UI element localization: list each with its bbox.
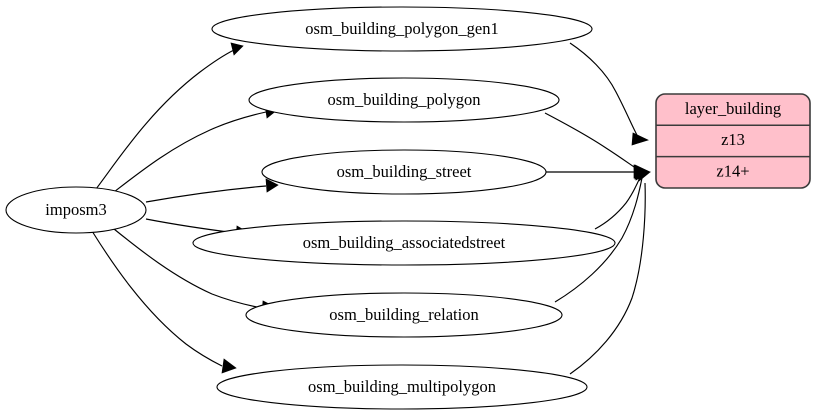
edge-group-layer-outputs [544,42,651,375]
layer-building-row-title: layer_building [685,99,781,118]
node-osm-building-multipolygon-label: osm_building_multipolygon [308,377,496,396]
node-imposm3[interactable]: imposm3 [5,186,147,234]
edge-imposm3-to-osm-building-polygon [113,104,278,193]
node-osm-building-polygon[interactable]: osm_building_polygon [248,77,560,123]
node-osm-building-multipolygon[interactable]: osm_building_multipolygon [216,364,588,410]
node-osm-building-street-label: osm_building_street [337,162,472,181]
node-osm-building-associatedstreet-label: osm_building_associatedstreet [303,233,506,252]
node-imposm3-label: imposm3 [45,200,106,219]
edge-imposm3-to-osm-building-street [145,178,279,203]
layer-building-row-z13: z13 [721,130,745,149]
node-osm-building-associatedstreet-shape [192,220,616,266]
node-osm-building-polygon-gen1-label: osm_building_polygon_gen1 [305,19,498,38]
node-osm-building-relation-label: osm_building_relation [329,305,478,324]
node-imposm3-shape [5,186,147,234]
node-osm-building-polygon-gen1-shape [211,6,593,52]
edge-imposm3-to-osm-building-multipolygon [91,230,237,374]
edge-imposm3-to-osm-building-polygon-gen1 [95,42,244,190]
node-osm-building-polygon-label: osm_building_polygon [327,90,480,109]
node-osm-building-multipolygon-shape [216,364,588,410]
edge-osm-building-polygon-gen1-to-layer-z13 [569,42,649,146]
node-layer-building[interactable]: layer_building z13 z14+ [655,93,811,189]
node-osm-building-relation[interactable]: osm_building_relation [245,292,563,338]
node-osm-building-relation-shape [245,292,563,338]
node-osm-building-polygon-gen1[interactable]: osm_building_polygon_gen1 [211,6,593,52]
node-osm-building-associatedstreet[interactable]: osm_building_associatedstreet [192,220,616,266]
node-osm-building-polygon-shape [248,77,560,123]
layer-building-row-z14plus: z14+ [716,161,749,180]
node-osm-building-street-shape [261,149,547,195]
edge-osm-building-multipolygon-to-layer-z14 [569,168,651,375]
node-osm-building-street[interactable]: osm_building_street [261,149,547,195]
edge-osm-building-polygon-to-layer-z14 [544,112,650,179]
node-layer-building-background [655,93,811,189]
